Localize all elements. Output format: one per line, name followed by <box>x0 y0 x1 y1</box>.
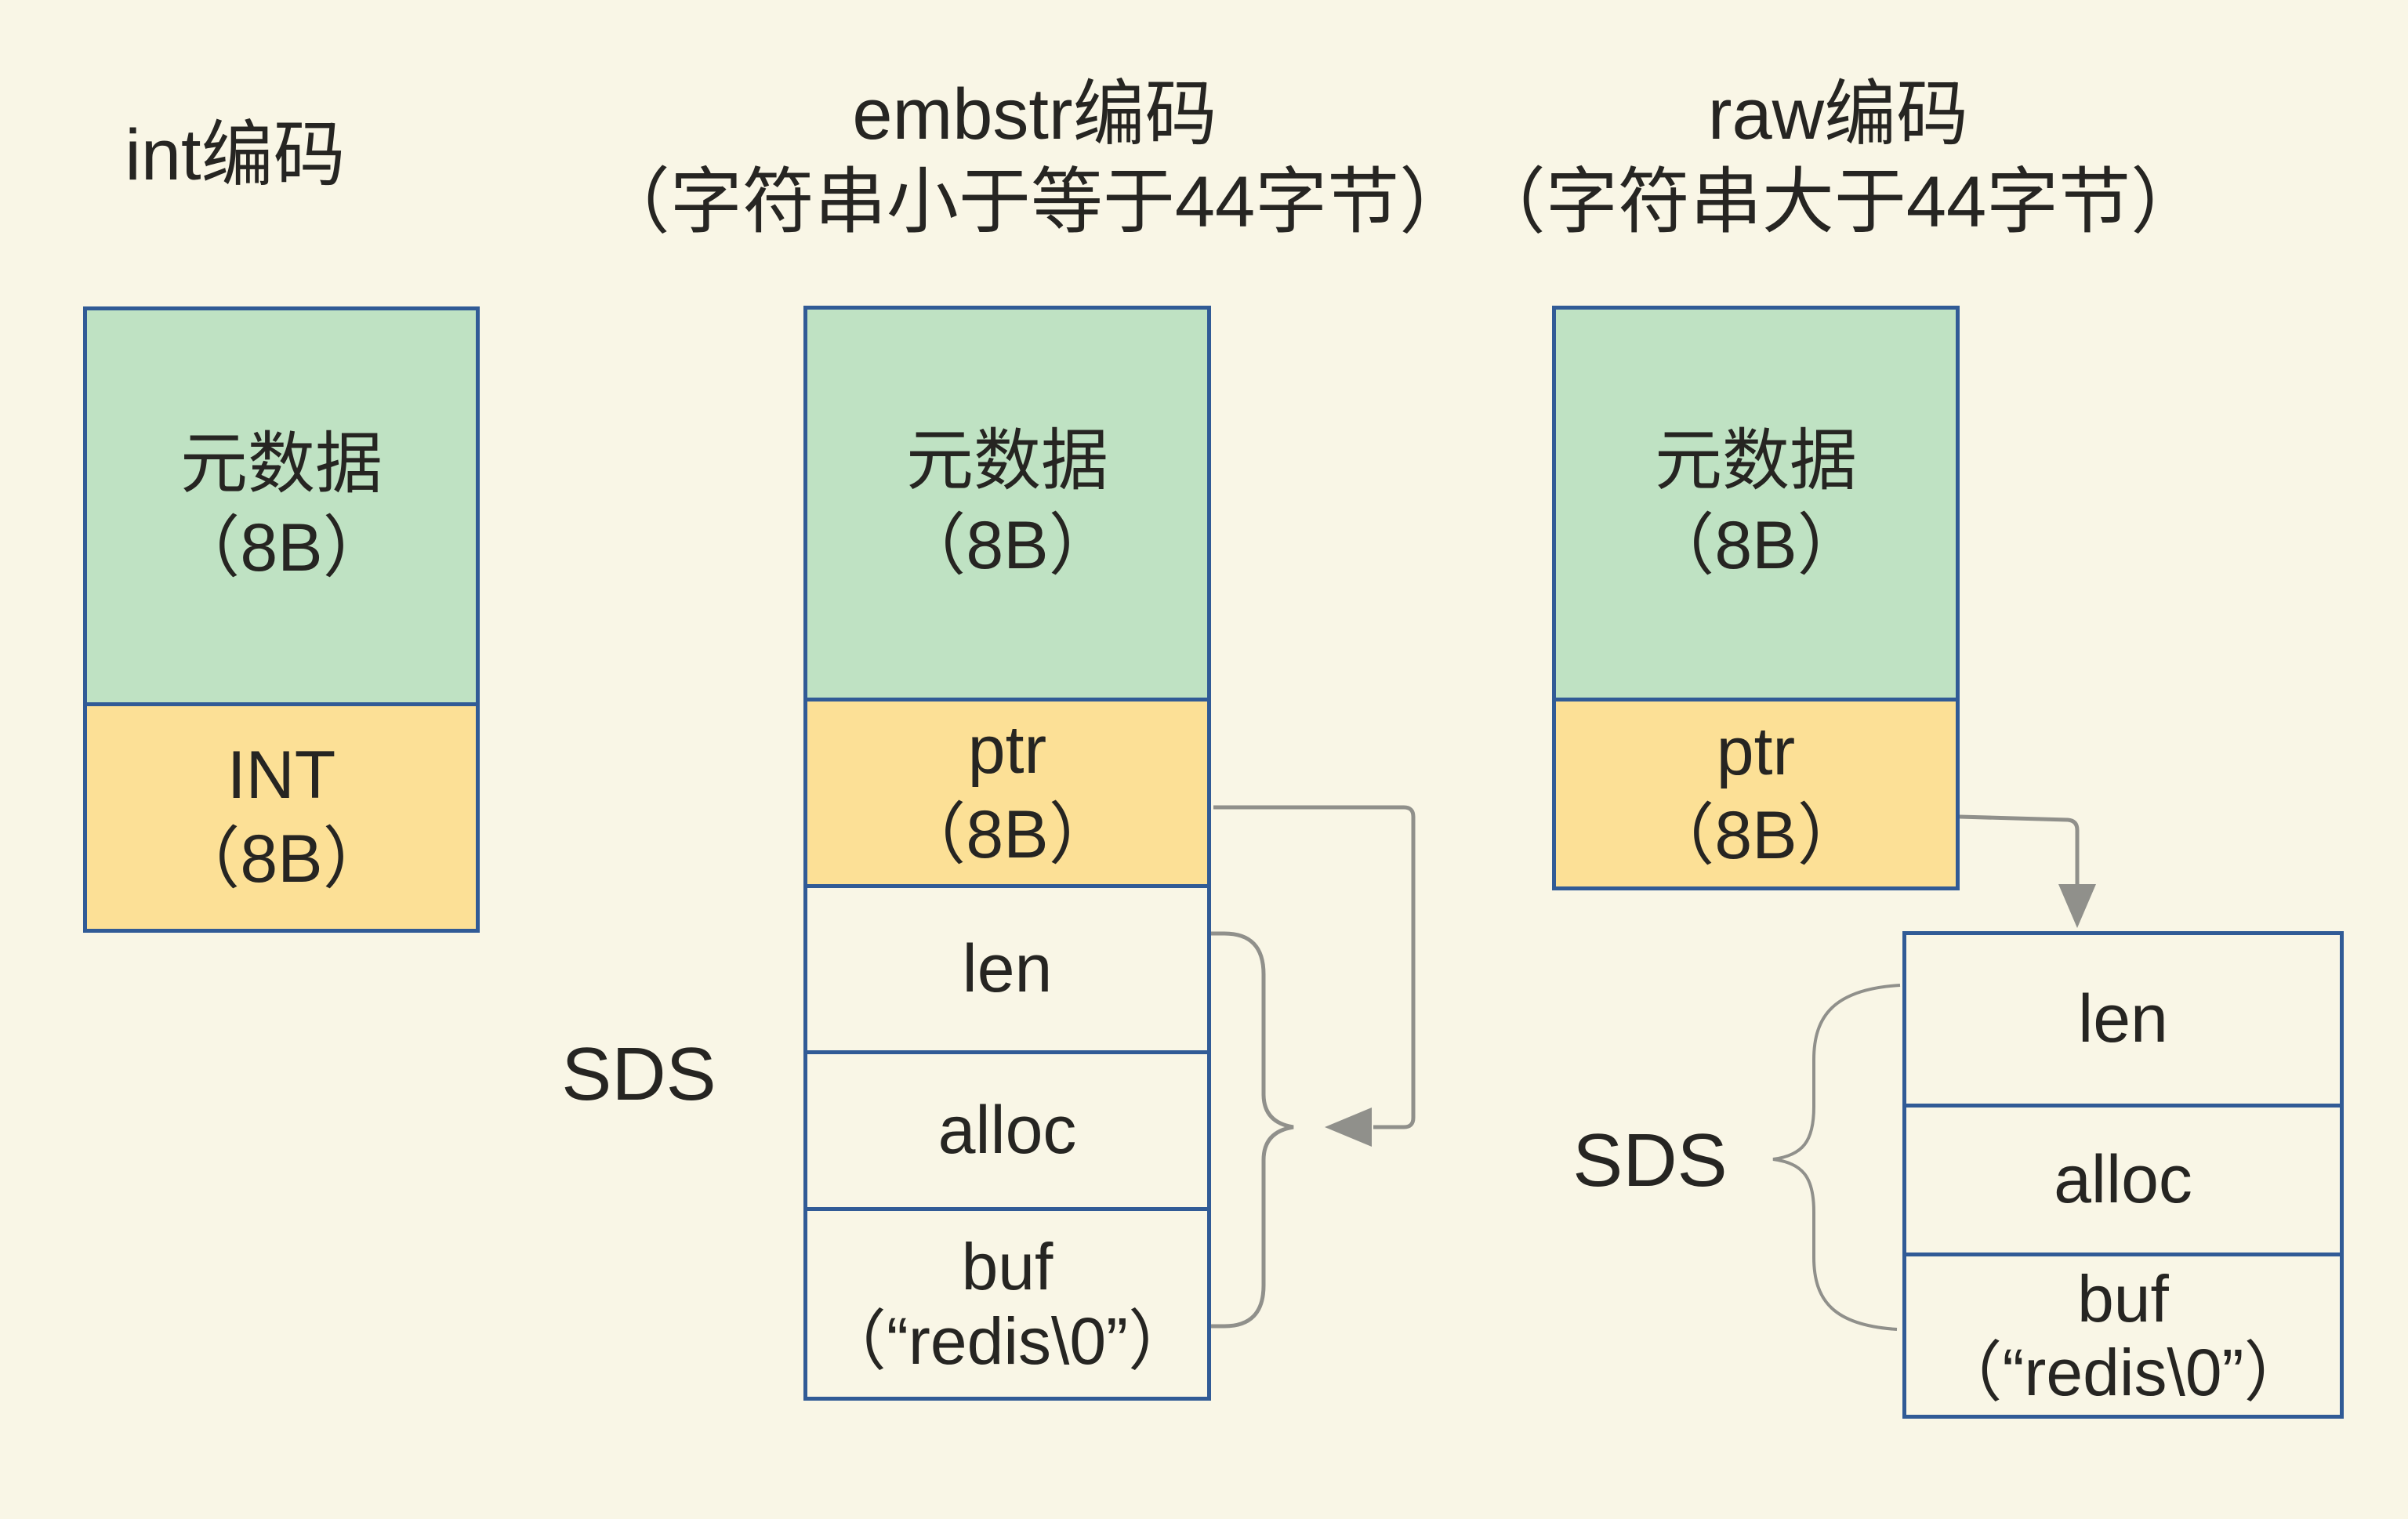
embstr-len-cell: len <box>807 888 1207 1054</box>
int-value-cell: INT （8B） <box>87 706 476 929</box>
raw-buf-cell: buf （“redis\0”） <box>1936 1261 2310 1409</box>
raw-ptr-cell: ptr （8B） <box>1556 701 1956 886</box>
raw-sds-label: SDS <box>1572 1118 1728 1202</box>
embstr-arrowhead-left-icon <box>1325 1108 1372 1147</box>
raw-metadata-cell: 元数据 （8B） <box>1556 310 1956 701</box>
embstr-sds-bracket <box>1211 931 1294 1329</box>
column-title-raw: raw编码 （字符串大于44字节） <box>1473 74 2203 243</box>
raw-ptr-arrow <box>1959 814 2096 928</box>
raw-robj-box: 元数据 （8B） ptr （8B） <box>1552 306 1960 890</box>
embstr-buf-cell: buf （“redis\0”） <box>820 1230 1195 1378</box>
embstr-ptr-cell: ptr （8B） <box>807 701 1207 888</box>
raw-len-cell: len <box>1906 935 2340 1108</box>
raw-alloc-cell: alloc <box>1906 1108 2340 1256</box>
embstr-metadata-cell: 元数据 （8B） <box>807 310 1207 701</box>
raw-sds-box: len alloc buf （“redis\0”） <box>1902 931 2344 1419</box>
embstr-sds-label: SDS <box>561 1032 716 1116</box>
int-robj-box: 元数据 （8B） INT （8B） <box>83 306 480 933</box>
embstr-robj-box: 元数据 （8B） ptr （8B） len alloc buf （“redis\… <box>803 306 1211 1401</box>
embstr-alloc-cell: alloc <box>807 1054 1207 1211</box>
column-title-int: int编码 <box>125 115 346 195</box>
embstr-ptr-arrow <box>1213 805 1416 1147</box>
raw-arrowhead-down-icon <box>2058 884 2096 928</box>
int-metadata-cell: 元数据 （8B） <box>87 310 476 706</box>
raw-sds-brace <box>1772 984 1901 1331</box>
column-title-embstr: embstr编码 （字符串小于等于44字节） <box>597 74 1472 243</box>
